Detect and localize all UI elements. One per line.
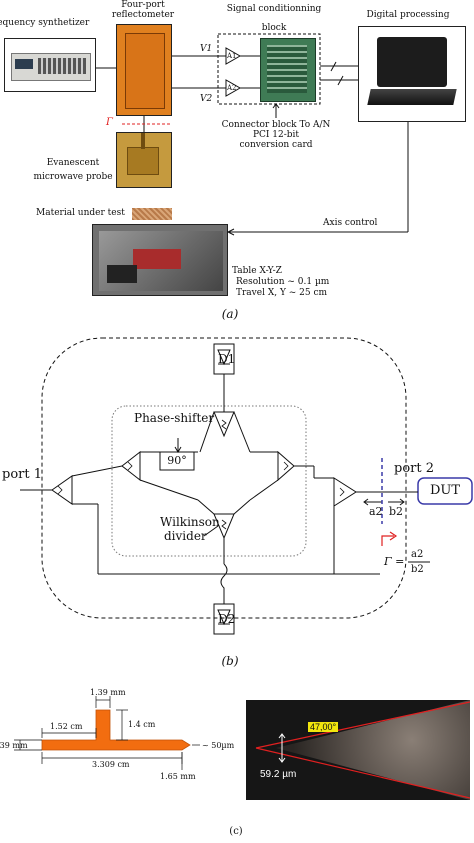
probe-label-1: Evanescent (46, 158, 100, 168)
dut-label: DUT (429, 483, 461, 498)
dim-offset: 1.52 cm (50, 722, 83, 731)
connector-label-2: PCI 12-bit (252, 130, 300, 140)
dim-line-height: 1.39 mm (0, 741, 28, 750)
a1-label: A1 (227, 52, 237, 60)
material-sample (132, 208, 172, 220)
gamma-denominator: b2 (411, 564, 424, 575)
gamma-eq-label: Γ = (384, 555, 405, 568)
wilkinson-label-1: Wilkinson (160, 515, 220, 529)
d1-label: D1 (218, 352, 236, 366)
connector-label-1: Connector block To A/N (221, 120, 331, 130)
digital-processing-box (358, 26, 466, 122)
digital-processing-label: Digital processing (366, 10, 450, 20)
connector-board-photo (260, 38, 316, 102)
caption-c: (c) (229, 826, 243, 837)
probe-label-2: microwave probe (33, 172, 113, 182)
micrograph-overlay (255, 701, 470, 799)
material-label: Material under test (36, 208, 125, 218)
phase-shifter-label: Phase-shifter (134, 411, 215, 425)
synthesizer-device (11, 53, 91, 81)
dim-stub-height: 1.4 cm (128, 720, 156, 729)
signal-conditioning-label-1: Signal conditionning (226, 4, 322, 14)
signal-conditioning-label-2: block (261, 23, 287, 33)
v1-label: V1 (200, 44, 213, 54)
angle-marker: 47,00° (308, 722, 339, 732)
xyz-table-photo (92, 224, 228, 296)
reflectometer-label-2: reflectometer (111, 10, 175, 20)
laptop-screen (377, 37, 447, 87)
table-label-3: Travel X, Y ~ 25 cm (236, 288, 328, 298)
caption-b: (b) (221, 654, 239, 668)
v2-label: V2 (200, 94, 213, 104)
d2-label: D2 (218, 612, 236, 626)
frequency-synthesizer-box (4, 38, 96, 92)
gamma-numerator: a2 (411, 549, 424, 560)
dim-top-width: 1.39 mm (90, 688, 126, 697)
reflectometer-label-1: Four-port (121, 0, 165, 10)
caption-a: (a) (221, 307, 239, 321)
phase-value: 90° (167, 454, 187, 467)
axis-control-label: Axis control (323, 218, 378, 228)
port2-label: port 2 (394, 461, 434, 476)
wilkinson-label-2: divider (164, 529, 207, 543)
table-label-2: Resolution ~ 0.1 µm (236, 277, 330, 287)
frequency-synthesizer-label: Frequency synthetizer (0, 18, 90, 28)
b2-wave-label: b2 (389, 505, 404, 518)
port1-label: port 1 (2, 467, 42, 482)
tip-micrograph: 47,00° 59.2 µm (246, 700, 470, 800)
dim-tip: 1.65 mm (160, 772, 196, 781)
table-label-1: Table X-Y-Z (232, 266, 282, 276)
a2-label: A2 (227, 84, 237, 92)
dim-length: 3.309 cm (92, 760, 130, 769)
reflectometer-board (116, 24, 172, 116)
dim-tip-end: ~ 50µm (202, 741, 235, 750)
gamma-a: Γ (106, 117, 113, 128)
tip-size-label: 59.2 µm (260, 769, 297, 780)
a2-wave-label: a2 (369, 505, 383, 518)
connector-label-3: conversion card (239, 140, 313, 150)
probe-photo (116, 132, 172, 188)
